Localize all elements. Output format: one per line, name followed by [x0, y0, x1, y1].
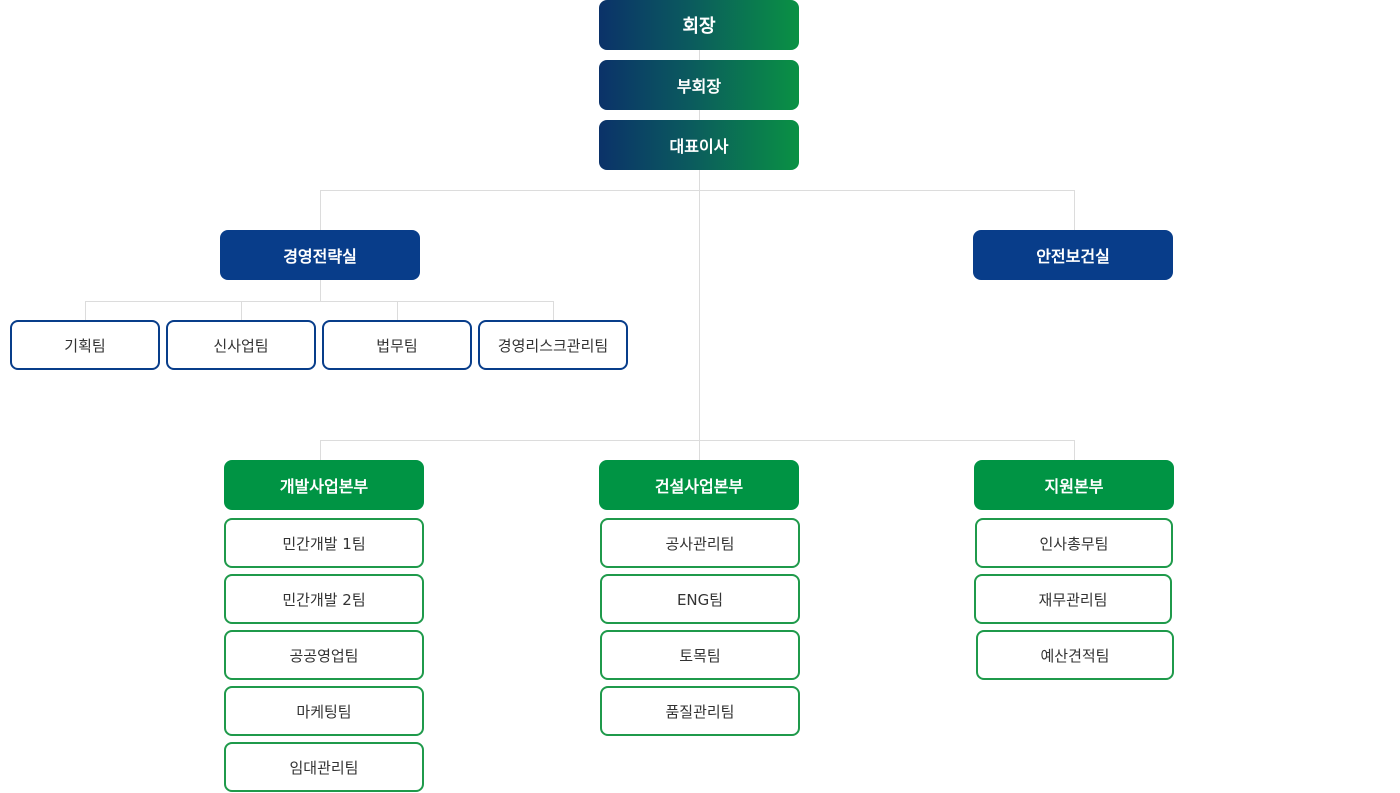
connector-team-drop — [553, 301, 554, 320]
support-team-node: 재무관리팀 — [974, 574, 1172, 624]
support-team-node: 인사총무팀 — [975, 518, 1173, 568]
connector-division-drop — [320, 440, 321, 460]
ceo-node: 대표이사 — [599, 120, 799, 170]
strategy-team-node: 신사업팀 — [166, 320, 316, 370]
construction-division-node: 건설사업본부 — [599, 460, 799, 510]
strategy-team-node: 기획팀 — [10, 320, 160, 370]
connector-division-drop — [699, 440, 700, 460]
construction-team-node: 품질관리팀 — [600, 686, 800, 736]
construction-team-node: 공사관리팀 — [600, 518, 800, 568]
connector-strategy-stem — [320, 280, 321, 301]
safety-office-node: 안전보건실 — [973, 230, 1173, 280]
connector-team-drop — [85, 301, 86, 320]
connector-division-drop — [1074, 440, 1075, 460]
development-team-node: 마케팅팀 — [224, 686, 424, 736]
connector-strategy-teams-horizontal — [85, 301, 554, 302]
connector-offices-horizontal — [320, 190, 1075, 191]
construction-team-node: ENG팀 — [600, 574, 800, 624]
development-team-node: 공공영업팀 — [224, 630, 424, 680]
connector-team-drop — [397, 301, 398, 320]
connector-safety-drop — [1074, 190, 1075, 230]
development-team-node: 민간개발 2팀 — [224, 574, 424, 624]
strategy-office-node: 경영전략실 — [220, 230, 420, 280]
chairman-node: 회장 — [599, 0, 799, 50]
connector-executive-spine — [699, 0, 700, 440]
support-division-node: 지원본부 — [974, 460, 1174, 510]
development-division-node: 개발사업본부 — [224, 460, 424, 510]
connector-strategy-drop — [320, 190, 321, 230]
connector-team-drop — [241, 301, 242, 320]
development-team-node: 임대관리팀 — [224, 742, 424, 792]
strategy-team-node: 법무팀 — [322, 320, 472, 370]
strategy-team-node: 경영리스크관리팀 — [478, 320, 628, 370]
connector-divisions-horizontal — [320, 440, 1075, 441]
vice-chairman-node: 부회장 — [599, 60, 799, 110]
support-team-node: 예산견적팀 — [976, 630, 1174, 680]
development-team-node: 민간개발 1팀 — [224, 518, 424, 568]
construction-team-node: 토목팀 — [600, 630, 800, 680]
